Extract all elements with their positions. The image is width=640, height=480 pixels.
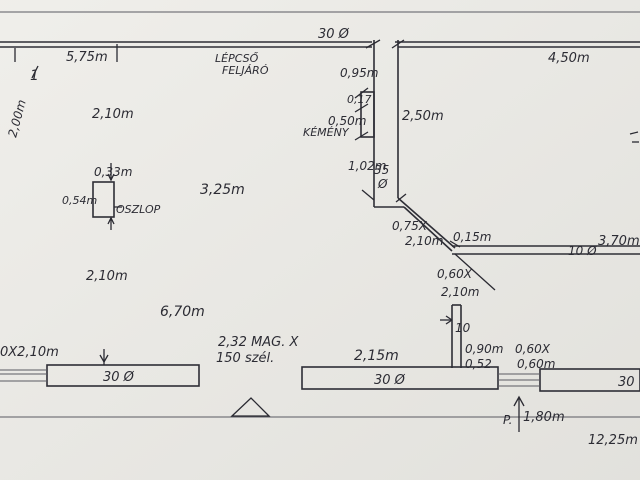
page-guide-lines [0, 11, 640, 418]
top-wall [0, 41, 640, 48]
label-250: 2,50m [402, 109, 444, 124]
label-wall-30-c: 30 [618, 375, 635, 390]
label-052: 0,52 [465, 357, 492, 371]
label-210-d: 2,10m [441, 285, 479, 299]
label-015: 0,15m [453, 230, 491, 244]
dimension-labels: 30 Ø 5,75m LÉPCSŐ FELJÁRÓ 0,95m 4,50m 1 … [0, 27, 640, 448]
diagonal-wall [395, 193, 456, 252]
label-090: 0,90m [465, 342, 503, 356]
chimney-tick-bottom [354, 131, 369, 141]
chimney-box [360, 91, 375, 138]
label-phi: Ø [377, 177, 388, 191]
label-075: 0,75X [392, 219, 428, 233]
label-054: 0,54m [62, 194, 97, 207]
label-stairs-line1: LÉPCSŐ [215, 51, 259, 65]
label-top-wall: 30 Ø [318, 27, 350, 42]
label-017: 0,17 [347, 93, 372, 106]
small-vertical-wall [440, 304, 462, 368]
label-060-a: 0,60X [437, 267, 473, 281]
label-450: 4,50m [548, 51, 590, 66]
label-mark-1: 1 [30, 68, 39, 84]
label-670: 6,70m [160, 304, 205, 320]
bottom-walls [0, 349, 640, 392]
label-win-2: 150 szél. [216, 351, 274, 366]
chimney-tick-mid [354, 103, 369, 113]
column-oszlop [92, 163, 122, 230]
label-wall-30-a: 30 Ø [103, 370, 135, 385]
label-wall-30-b: 30 Ø [374, 373, 406, 388]
label-210-a: 2,10m [92, 107, 134, 122]
triangle-symbol [230, 397, 271, 417]
edge-mark [629, 131, 639, 135]
bottom-wall-mid [301, 366, 499, 390]
interior-wall-right [449, 240, 640, 255]
label-oszlop: OSZLOP [116, 203, 161, 216]
label-060-b: 0,60X [515, 342, 551, 356]
label-wall-10b: 10 [455, 321, 471, 335]
label-p: P. [503, 413, 512, 427]
label-180: 1,80m [523, 410, 565, 425]
label-033: 0,33m [94, 165, 132, 179]
label-060-c: 0,60m [517, 357, 555, 371]
label-050: 0,50m [328, 114, 366, 128]
label-wall-10: 10 Ø [568, 244, 597, 258]
label-opening-left: 0X2,10m [0, 345, 59, 360]
mark-1-arrow [31, 65, 39, 79]
chimney-corner-tick [361, 189, 375, 201]
p-arrow [513, 395, 525, 432]
label-win-1: 2,32 MAG. X [218, 335, 300, 350]
bottom-wall-left [46, 364, 200, 387]
label-210-c: 2,10m [86, 269, 128, 284]
dimension-diagonal [454, 253, 496, 291]
label-095: 0,95m [340, 66, 378, 80]
label-215: 2,15m [354, 348, 399, 364]
label-1225: 12,25m [588, 433, 638, 448]
label-stairs-line2: FELJÁRÓ [222, 64, 269, 77]
column-rect [92, 181, 115, 218]
label-102: 1,02m [348, 159, 386, 173]
label-210-b: 2,10m [405, 234, 443, 248]
chimney-tick-top [354, 87, 369, 99]
label-35: 35 [374, 163, 389, 177]
label-575: 5,75m [66, 50, 108, 65]
label-325: 3,25m [200, 182, 245, 198]
label-kemeny: KÉMÉNY [303, 126, 350, 139]
label-370: 3,70m [598, 234, 640, 249]
